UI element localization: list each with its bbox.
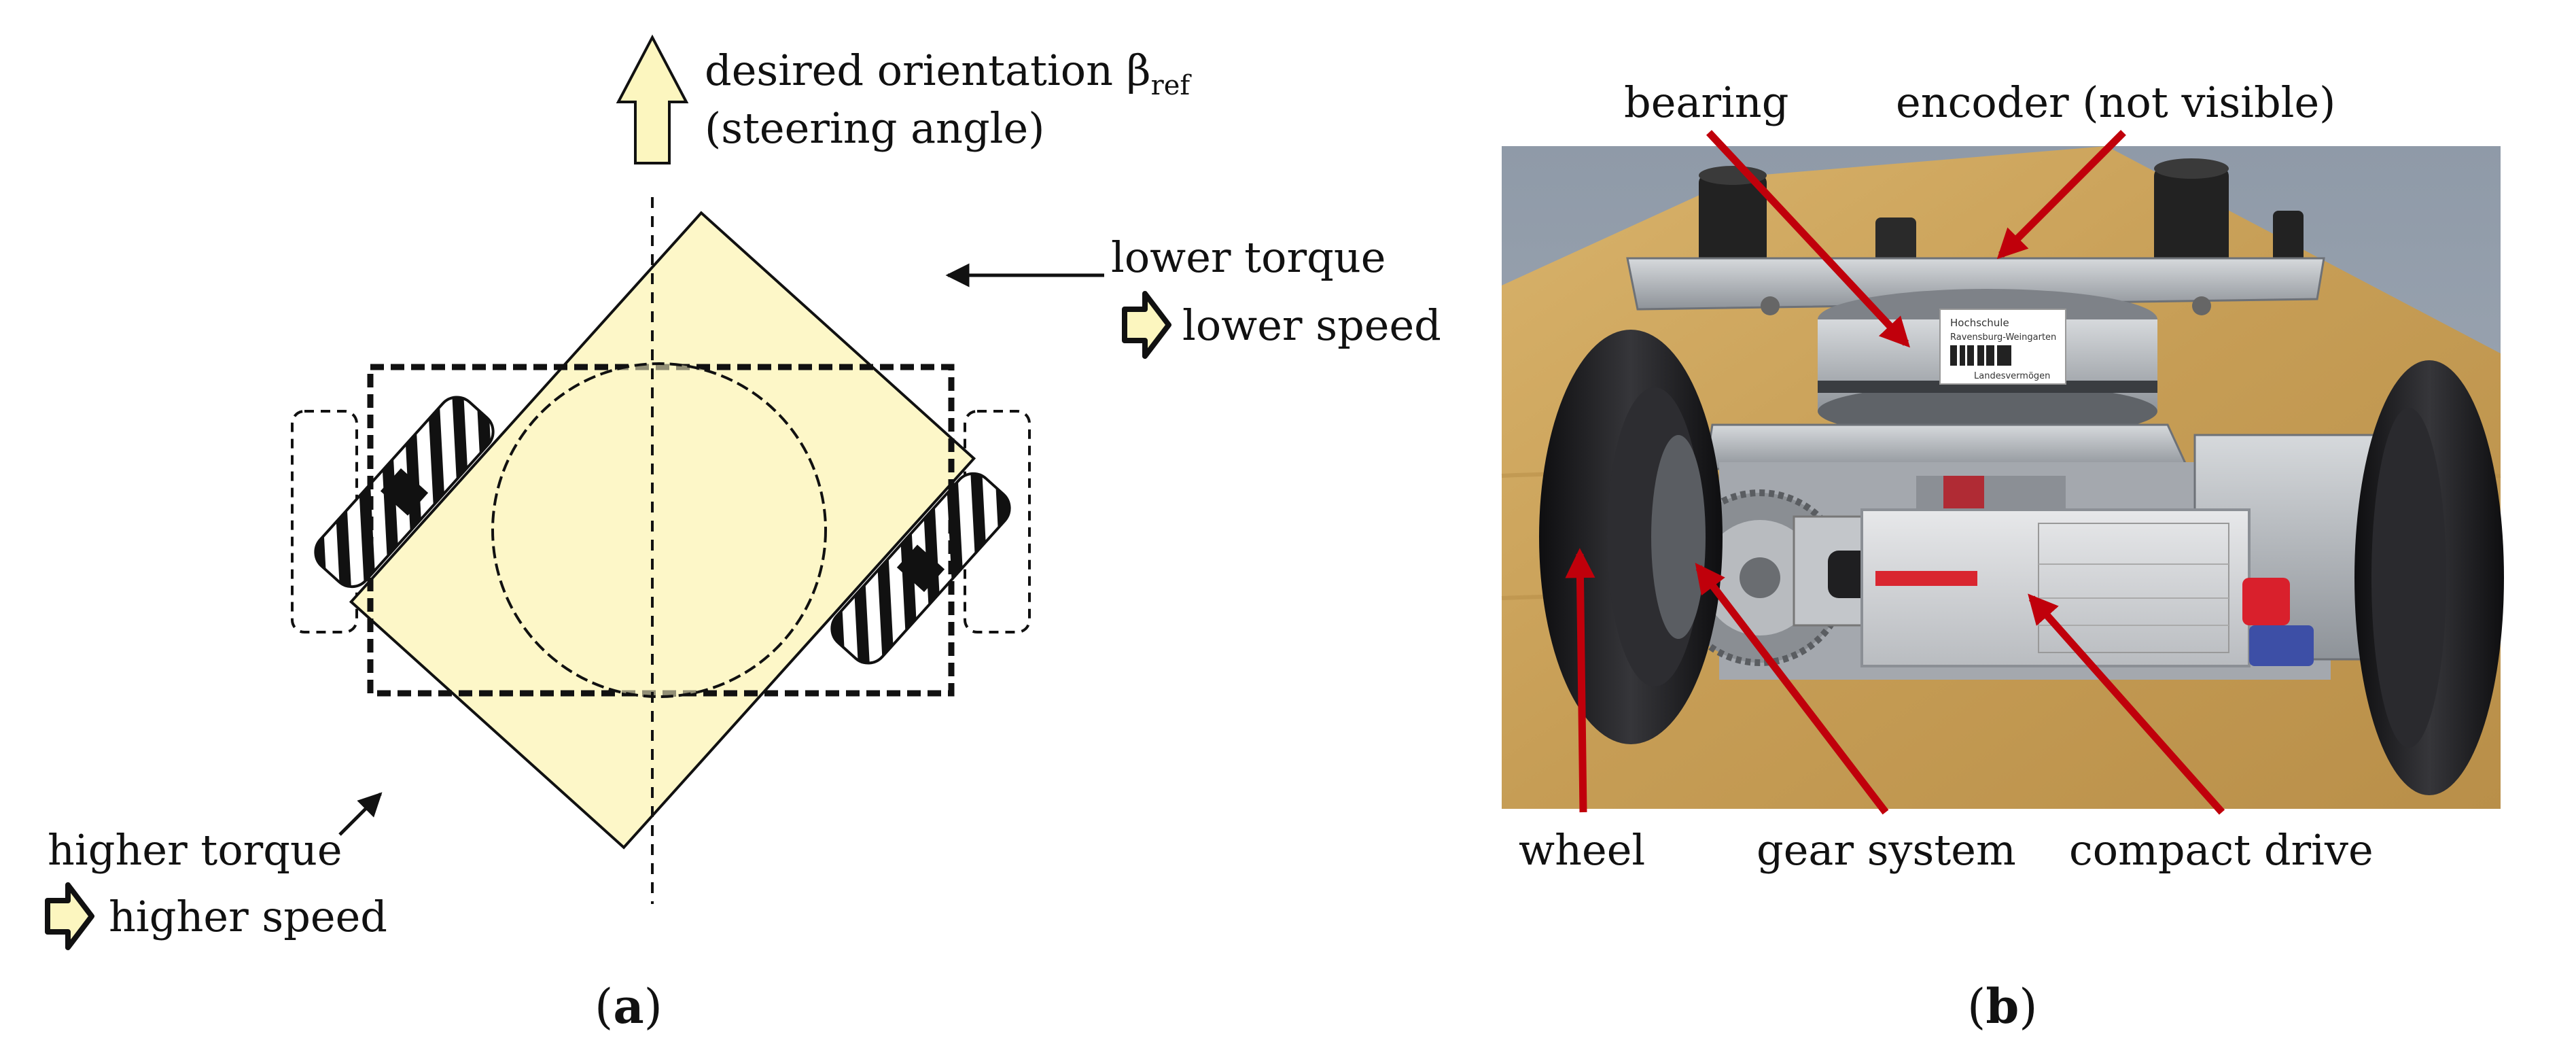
encoder-label: encoder (not visible) — [1896, 77, 2335, 127]
wheel-arrow-icon — [1565, 548, 1595, 813]
wheel-lower-left — [314, 396, 495, 589]
svg-text:Hochschule: Hochschule — [1950, 317, 2009, 329]
bearing-label: bearing — [1624, 77, 1788, 127]
wheel-label: wheel — [1519, 825, 1645, 875]
higher-speed-label: higher speed — [109, 892, 387, 941]
turntable-circle — [491, 362, 827, 698]
higher-torque-pointer — [338, 792, 383, 836]
svg-text:desired orientation βref: desired orientation βref — [705, 46, 1192, 101]
ghost-wheel-left — [291, 410, 358, 633]
orientation-subscript: ref — [1151, 70, 1193, 101]
compact-drive-label: compact drive — [2069, 825, 2374, 875]
higher-speed-arrow-icon — [45, 882, 94, 950]
gear-arrow-icon — [1695, 563, 1889, 815]
encoder-arrow-icon — [1996, 130, 2126, 260]
gear-system-label: gear system — [1757, 825, 2016, 875]
orientation-arrow-icon — [616, 34, 689, 164]
caption-a: (a) — [595, 978, 663, 1034]
bearing-plate-label: Hochschule Ravensburg-Weingarten Landesv… — [1939, 309, 2066, 385]
lower-speed-arrow-icon — [1122, 291, 1171, 359]
svg-text:Ravensburg-Weingarten: Ravensburg-Weingarten — [1950, 332, 2056, 343]
robot-photo: Hochschule Ravensburg-Weingarten Landesv… — [1501, 146, 2504, 809]
panel-a: desired orientation βref (steering angle… — [45, 34, 1441, 1034]
lower-speed-label: lower speed — [1182, 300, 1441, 350]
panel-b: Hochschule Ravensburg-Weingarten Landesv… — [1501, 77, 2504, 1034]
higher-torque-label: higher torque — [48, 825, 342, 875]
lower-torque-label: lower torque — [1111, 232, 1386, 282]
svg-text:Landesvermögen: Landesvermögen — [1974, 371, 2050, 381]
drive-arrow-icon — [2028, 593, 2225, 815]
orientation-label: desired orientation β — [705, 46, 1151, 95]
steering-angle-label: (steering angle) — [705, 103, 1044, 153]
red-pointers — [1565, 130, 2225, 815]
wheel-upper-right — [830, 472, 1011, 665]
caption-b: (b) — [1967, 978, 2038, 1034]
bearing-arrow-icon — [1706, 130, 1911, 348]
